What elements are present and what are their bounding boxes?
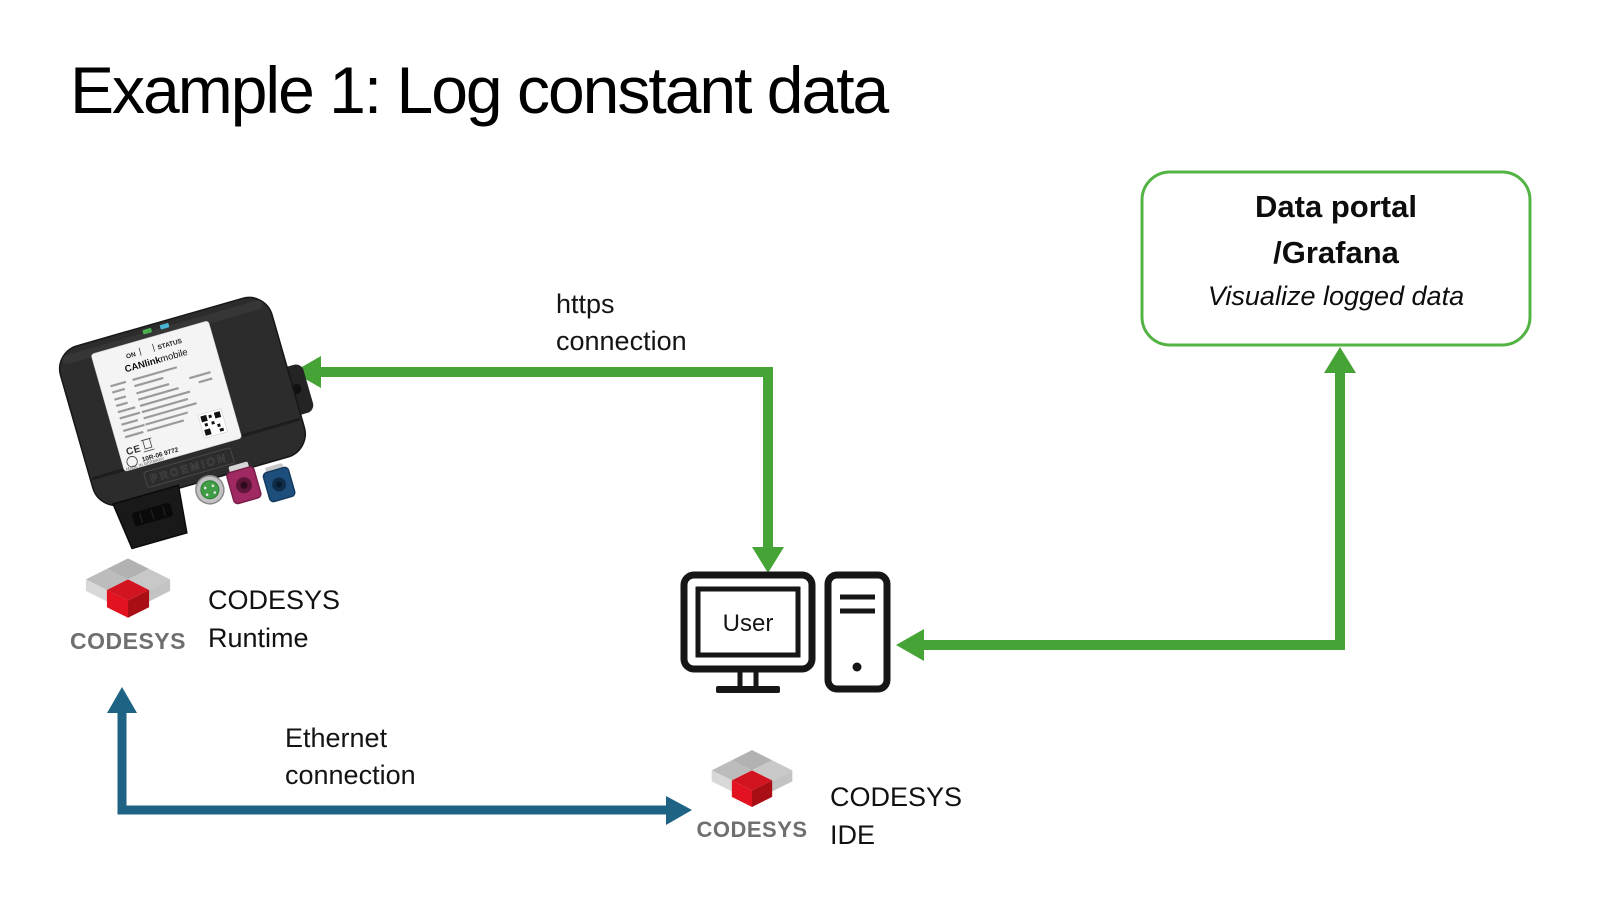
weee-bin-icon [140,437,155,453]
arrowhead-up-icon [1324,347,1356,373]
multipin-connector-icon [112,484,188,550]
data-portal-title-line1: Data portal [1255,189,1417,224]
arrowhead-down-icon [752,547,784,573]
https-connection-label: https connection [556,286,687,360]
e1-approval-icon [126,456,138,468]
canlink-device-illustration: ON STATUS CANlinkmobile [58,296,314,550]
ethernet-connection-arrow [107,687,692,825]
ethernet-label-line1: Ethernet [285,723,388,753]
data-portal-title-line2: /Grafana [1273,235,1399,270]
monitor-icon: User [680,571,816,693]
ethernet-label-line2: connection [285,760,416,790]
codesys-wordmark: CODESYS [70,628,186,654]
data-portal-box [1140,170,1532,347]
runtime-label-line2: Runtime [208,623,309,653]
https-label-line2: connection [556,326,687,356]
device-led-on-label: ON [125,351,137,361]
data-portal-subtitle: Visualize logged data [1207,281,1465,311]
page-title: Example 1: Log constant data [70,53,889,127]
arrowhead-left-icon [896,629,924,661]
ce-mark-label: CE [125,443,142,458]
codesys-wordmark: CODESYS [696,817,808,842]
codesys-cube-icon [711,750,793,807]
ide-label-line2: IDE [830,820,876,850]
ethernet-connection-label: Ethernet connection [285,720,416,794]
arrowhead-left-icon [293,356,321,388]
arrowhead-up-icon [107,687,137,713]
m12-connector-icon [195,475,225,505]
ide-label-line1: CODESYS [830,782,963,812]
data-portal-text: Data portal /Grafana Visualize logged da… [1142,184,1530,316]
codesys-cube-icon [85,558,171,618]
codesys-ide-label: CODESYS IDE [830,778,962,854]
qr-code-icon [197,408,228,439]
tower-pc-icon [824,571,891,693]
codesys-runtime-logo: CODESYS [64,558,192,655]
device-led-indicators-icon [142,323,170,335]
user-computer-icon: User [680,571,891,693]
user-screen-label: User [723,610,774,637]
device-label-sticker: ON STATUS CANlinkmobile [91,321,242,472]
device-spec-rows [110,366,213,439]
fakra-pink-connector-icon [226,461,262,505]
https-connection-arrow [293,356,784,573]
arrowhead-right-icon [666,796,692,825]
codesys-runtime-label: CODESYS Runtime [208,581,340,657]
runtime-label-line1: CODESYS [208,585,341,615]
codesys-ide-logo: CODESYS [692,750,812,843]
portal-connection-arrow [896,347,1356,661]
https-label-line1: https [556,289,615,319]
fakra-blue-connector-icon [262,463,296,503]
